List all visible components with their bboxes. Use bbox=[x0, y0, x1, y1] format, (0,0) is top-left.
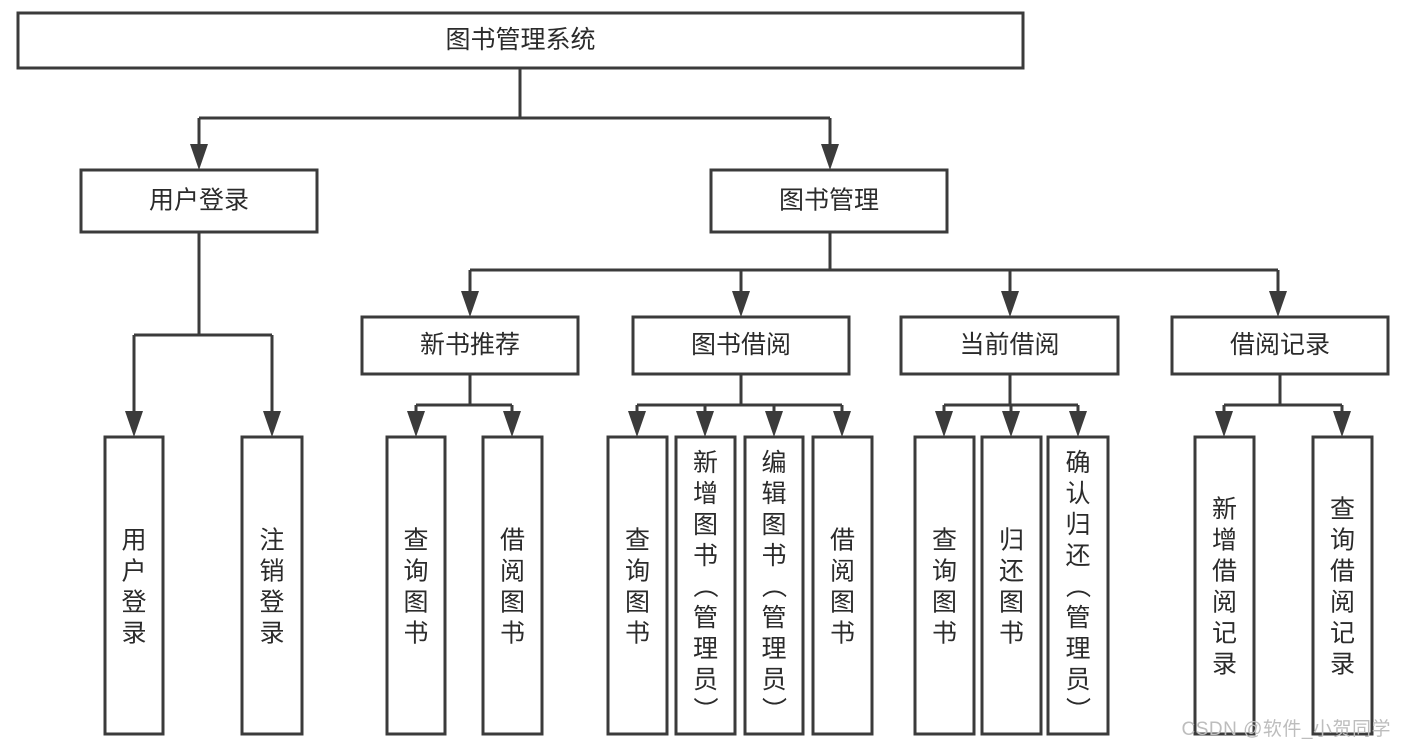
node-label-leaf-borrow-book: 借阅图书 bbox=[830, 526, 855, 647]
node-label-leaf-confirm-return-admin: 确认归还（管理员） bbox=[1065, 449, 1091, 725]
node-box-new-book-recommend[interactable] bbox=[360, 315, 580, 376]
node-leaf-add-book-admin[interactable]: 新增图书（管理员） bbox=[674, 435, 737, 736]
node-box-root[interactable] bbox=[16, 11, 1025, 70]
arrow-head-icon bbox=[628, 411, 646, 437]
node-label-leaf-query-book-current: 查询图书 bbox=[932, 526, 957, 647]
node-label-root: 图书管理系统 bbox=[445, 26, 595, 54]
arrow-head-icon bbox=[190, 144, 208, 170]
node-box-leaf-add-borrow-record[interactable] bbox=[1193, 435, 1256, 736]
node-label-leaf-add-book-admin: 新增图书（管理员） bbox=[693, 449, 719, 725]
node-box-leaf-confirm-return-admin[interactable] bbox=[1046, 435, 1110, 736]
node-book-borrow[interactable]: 图书借阅 bbox=[631, 315, 851, 376]
node-borrow-record[interactable]: 借阅记录 bbox=[1170, 315, 1390, 376]
node-label-leaf-user-login: 用户登录 bbox=[121, 526, 146, 647]
node-box-leaf-query-borrow-record[interactable] bbox=[1311, 435, 1374, 736]
node-label-leaf-query-borrow-record: 查询借阅记录 bbox=[1330, 495, 1355, 678]
node-user-login[interactable]: 用户登录 bbox=[79, 168, 319, 234]
node-box-leaf-logout-login[interactable] bbox=[240, 435, 304, 736]
node-leaf-query-book-borrow[interactable]: 查询图书 bbox=[606, 435, 669, 736]
node-box-current-borrow[interactable] bbox=[899, 315, 1120, 376]
node-leaf-query-book-recommend[interactable]: 查询图书 bbox=[385, 435, 447, 736]
node-box-book-management[interactable] bbox=[709, 168, 949, 234]
node-label-leaf-query-book-borrow: 查询图书 bbox=[625, 526, 650, 647]
node-box-user-login[interactable] bbox=[79, 168, 319, 234]
node-box-leaf-query-book-current[interactable] bbox=[913, 435, 976, 736]
arrow-head-icon bbox=[125, 411, 143, 437]
node-box-leaf-return-book[interactable] bbox=[980, 435, 1043, 736]
node-label-leaf-edit-book-admin: 编辑图书（管理员） bbox=[761, 449, 787, 725]
arrow-head-icon bbox=[263, 411, 281, 437]
node-leaf-edit-book-admin[interactable]: 编辑图书（管理员） bbox=[743, 435, 805, 736]
node-leaf-return-book[interactable]: 归还图书 bbox=[980, 435, 1043, 736]
arrow-head-icon bbox=[407, 411, 425, 437]
arrow-head-icon bbox=[935, 411, 953, 437]
arrow-head-icon bbox=[1001, 291, 1019, 317]
node-box-leaf-user-login[interactable] bbox=[103, 435, 165, 736]
node-leaf-add-borrow-record[interactable]: 新增借阅记录 bbox=[1193, 435, 1256, 736]
node-label-leaf-query-book-recommend: 查询图书 bbox=[403, 526, 428, 647]
node-leaf-query-book-current[interactable]: 查询图书 bbox=[913, 435, 976, 736]
node-leaf-query-borrow-record[interactable]: 查询借阅记录 bbox=[1311, 435, 1374, 736]
node-label-borrow-record: 借阅记录 bbox=[1230, 331, 1330, 359]
arrow-head-icon bbox=[1215, 411, 1233, 437]
node-label-current-borrow: 当前借阅 bbox=[959, 331, 1059, 359]
arrow-head-icon bbox=[765, 411, 783, 437]
node-box-leaf-borrow-book-recommend[interactable] bbox=[481, 435, 544, 736]
arrow-head-icon bbox=[821, 144, 839, 170]
arrow-head-icon bbox=[1269, 291, 1287, 317]
arrow-head-icon bbox=[732, 291, 750, 317]
node-box-borrow-record[interactable] bbox=[1170, 315, 1390, 376]
node-label-user-login: 用户登录 bbox=[149, 187, 249, 215]
node-label-book-management: 图书管理 bbox=[779, 187, 879, 215]
node-leaf-borrow-book[interactable]: 借阅图书 bbox=[811, 435, 874, 736]
node-label-leaf-return-book: 归还图书 bbox=[999, 526, 1024, 647]
node-label-book-borrow: 图书借阅 bbox=[691, 331, 791, 359]
node-leaf-borrow-book-recommend[interactable]: 借阅图书 bbox=[481, 435, 544, 736]
node-box-leaf-query-book-borrow[interactable] bbox=[606, 435, 669, 736]
arrow-head-icon bbox=[696, 411, 714, 437]
node-label-leaf-borrow-book-recommend: 借阅图书 bbox=[500, 526, 525, 647]
node-box-book-borrow[interactable] bbox=[631, 315, 851, 376]
node-leaf-logout-login[interactable]: 注销登录 bbox=[240, 435, 304, 736]
node-label-leaf-add-borrow-record: 新增借阅记录 bbox=[1212, 495, 1237, 678]
node-box-leaf-query-book-recommend[interactable] bbox=[385, 435, 447, 736]
node-layer: 图书管理系统用户登录图书管理新书推荐图书借阅当前借阅借阅记录用户登录注销登录查询… bbox=[16, 11, 1390, 736]
node-leaf-user-login[interactable]: 用户登录 bbox=[103, 435, 165, 736]
connector-layer bbox=[125, 68, 1351, 437]
arrow-head-icon bbox=[503, 411, 521, 437]
node-root[interactable]: 图书管理系统 bbox=[16, 11, 1025, 70]
node-box-leaf-borrow-book[interactable] bbox=[811, 435, 874, 736]
node-leaf-confirm-return-admin[interactable]: 确认归还（管理员） bbox=[1046, 435, 1110, 736]
arrow-head-icon bbox=[1333, 411, 1351, 437]
arrow-head-icon bbox=[1002, 411, 1020, 437]
arrow-head-icon bbox=[1069, 411, 1087, 437]
node-box-leaf-add-book-admin[interactable] bbox=[674, 435, 737, 736]
arrow-head-icon bbox=[461, 291, 479, 317]
node-label-new-book-recommend: 新书推荐 bbox=[420, 331, 520, 359]
node-label-leaf-logout-login: 注销登录 bbox=[259, 526, 284, 647]
watermark-text: CSDN @软件_小贺同学 bbox=[1181, 719, 1391, 740]
node-box-leaf-edit-book-admin[interactable] bbox=[743, 435, 805, 736]
arrow-head-icon bbox=[833, 411, 851, 437]
node-new-book-recommend[interactable]: 新书推荐 bbox=[360, 315, 580, 376]
node-current-borrow[interactable]: 当前借阅 bbox=[899, 315, 1120, 376]
node-book-management[interactable]: 图书管理 bbox=[709, 168, 949, 234]
